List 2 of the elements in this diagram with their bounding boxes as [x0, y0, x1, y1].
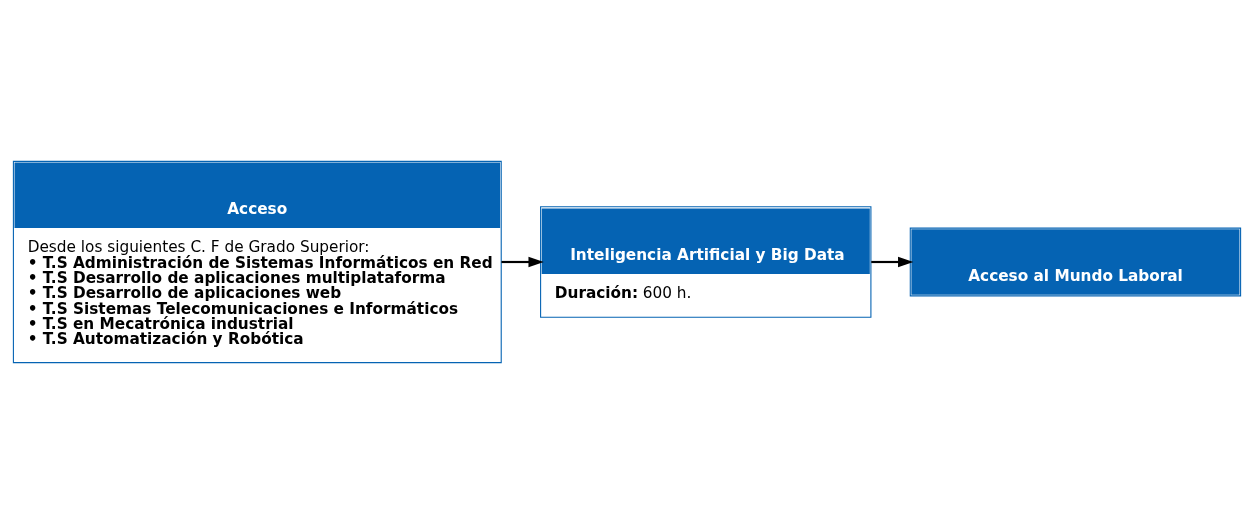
arrow — [871, 256, 914, 268]
arrow — [501, 256, 544, 268]
